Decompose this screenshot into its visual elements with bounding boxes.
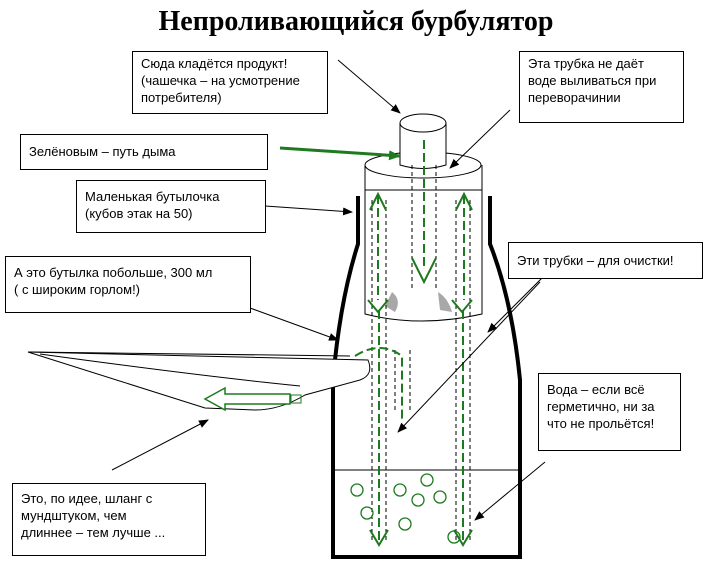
smoke-path — [354, 140, 465, 540]
label-big-bottle: А это бутылка побольше, 300 мл ( с широк… — [5, 256, 251, 313]
label-cleaning-tubes: Эти трубки – для очистки! — [508, 242, 703, 279]
small-bottle — [364, 151, 483, 322]
hose — [27, 351, 371, 412]
large-bottle-outline — [331, 196, 522, 559]
smoke-pointer-arrow — [279, 146, 401, 161]
smoke-arrowheads — [367, 191, 473, 547]
page-title: Непроливающийся бурбулятор — [158, 6, 554, 37]
label-hose: Это, по идее, шланг с мундштуком, чем дл… — [12, 483, 206, 556]
label-small-bottle: Маленькая бутылочка (кубов этак на 50) — [76, 180, 266, 233]
tubes — [371, 165, 471, 540]
leader-arrows — [111, 59, 549, 521]
bubbles — [350, 473, 461, 544]
label-tube-no-spill: Эта трубка не даёт воде выливаться при п… — [519, 51, 684, 123]
label-water: Вода – если всё герметично, ни за что не… — [538, 373, 681, 451]
label-product: Сюда кладётся продукт! (чашечка – на усм… — [132, 51, 328, 114]
label-smoke-path: Зелёновым – путь дыма — [20, 134, 268, 170]
